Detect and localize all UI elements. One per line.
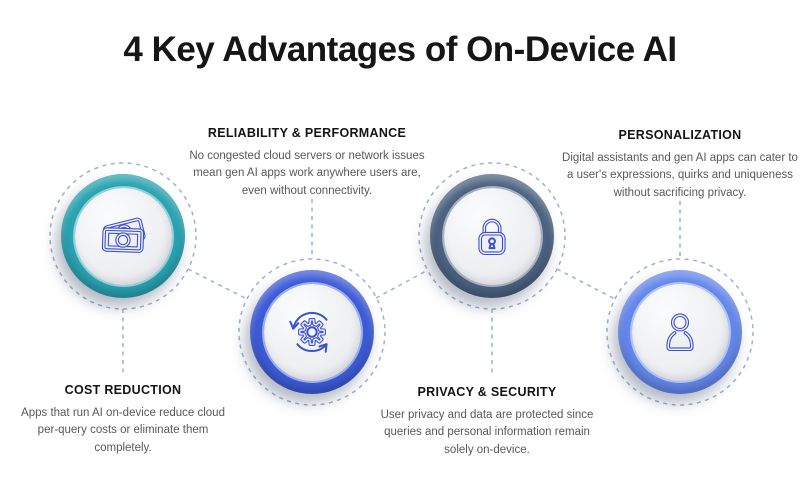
node-description: User privacy and data are protected sinc… — [380, 409, 594, 456]
dashed-circle-personalization — [606, 258, 754, 406]
label-personalization: PERSONALIZATION Digital assistants and g… — [562, 128, 798, 202]
icon-disc — [443, 187, 541, 285]
label-privacy-security: PRIVACY & SECURITY User privacy and data… — [368, 385, 606, 459]
node-description: Apps that run AI on-device reduce cloud … — [21, 407, 225, 454]
icon-disc — [631, 283, 729, 381]
connector-line — [375, 269, 429, 299]
node-reliability-performance — [238, 258, 386, 406]
personalization-circle — [618, 270, 742, 394]
connector-line — [556, 268, 616, 300]
label-reliability-performance: RELIABILITY & PERFORMANCE No congested c… — [185, 126, 429, 200]
sync-gear-icon — [289, 312, 328, 353]
page-title: 4 Key Advantages of On-Device AI — [123, 30, 677, 69]
node-description: No congested cloud servers or network is… — [189, 150, 425, 197]
cost-reduction-circle — [61, 174, 185, 298]
node-personalization — [606, 258, 754, 406]
person-icon — [666, 313, 694, 352]
icon-disc — [74, 187, 172, 285]
node-cost-reduction — [49, 162, 197, 310]
icon-disc — [263, 283, 361, 381]
reliability-performance-circle — [250, 270, 374, 394]
money-icon — [101, 217, 146, 253]
label-cost-reduction: COST REDUCTION Apps that run AI on-devic… — [14, 383, 232, 457]
node-title: RELIABILITY & PERFORMANCE — [207, 126, 407, 140]
node-title: PERSONALIZATION — [618, 128, 742, 142]
privacy-security-circle — [430, 174, 554, 298]
node-title: COST REDUCTION — [64, 383, 182, 397]
connector-line — [187, 268, 248, 300]
node-privacy-security — [418, 162, 566, 310]
node-title: PRIVACY & SECURITY — [417, 385, 557, 399]
node-description: Digital assistants and gen AI apps can c… — [562, 152, 798, 199]
lock-icon — [478, 218, 506, 256]
